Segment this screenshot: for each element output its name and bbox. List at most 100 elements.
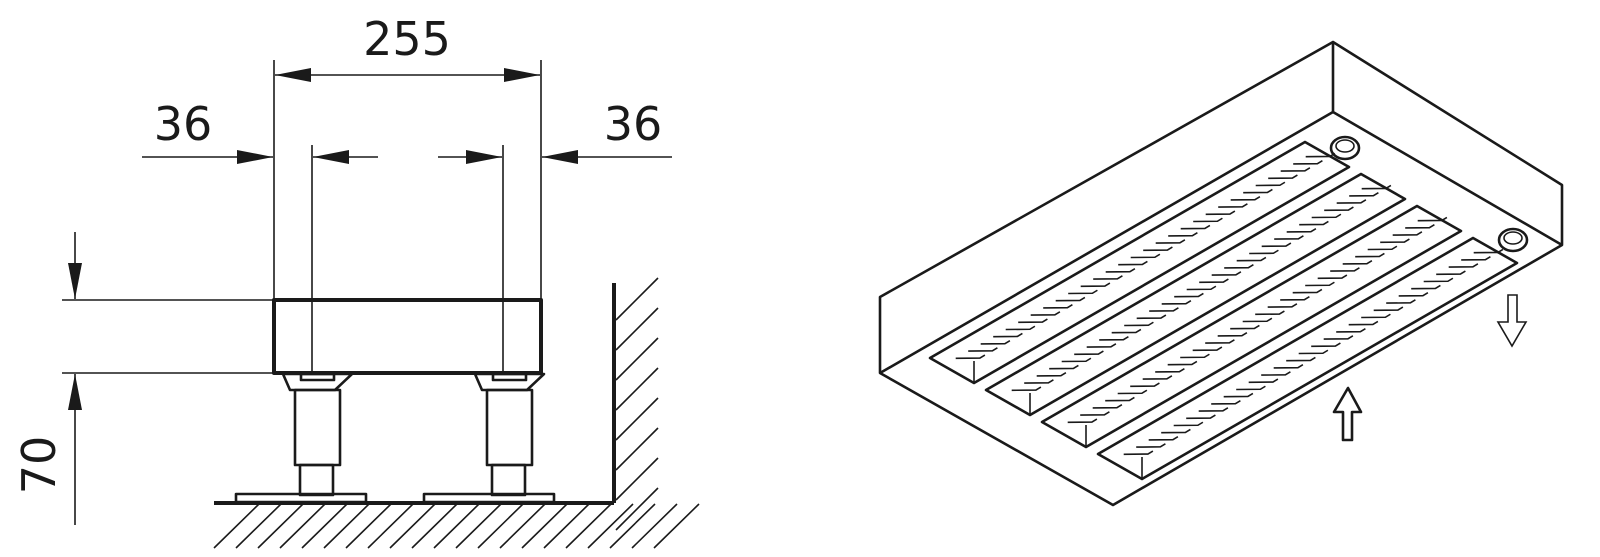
heat-fin: [1130, 253, 1161, 259]
grille-slots: [928, 140, 1519, 481]
hatch-line: [615, 427, 659, 471]
hatch-line: [213, 503, 260, 549]
heat-fin: [1224, 263, 1254, 269]
heat-fin: [1061, 357, 1092, 363]
heat-fin: [1292, 288, 1323, 294]
heat-fin: [1405, 223, 1435, 229]
heat-fin: [1349, 191, 1379, 197]
heat-fin: [1117, 389, 1148, 395]
heat-fin: [1198, 407, 1229, 412]
heat-fin: [1024, 379, 1054, 384]
heat-fin: [1311, 342, 1341, 348]
side-view: 255 36 36 70: [12, 12, 700, 549]
heat-fin: [1036, 371, 1067, 377]
heat-fin: [1236, 256, 1267, 262]
heat-fin: [1011, 386, 1042, 392]
leg-right: [422, 372, 556, 504]
grille-slot: [984, 172, 1407, 417]
heat-fin: [1136, 314, 1167, 320]
heat-fin: [1173, 421, 1204, 427]
heat-fin: [993, 332, 1023, 338]
leg-left: [234, 372, 368, 504]
heat-fin: [1105, 396, 1135, 402]
heat-fin: [1423, 277, 1454, 283]
heat-fin: [1473, 248, 1504, 254]
airflow-in-arrow-icon: [1332, 386, 1363, 442]
heat-fin: [1217, 331, 1248, 337]
heat-fin: [1005, 325, 1036, 331]
hatch-line: [653, 503, 700, 549]
hatch-line: [235, 503, 282, 549]
floor-wall-hatching: [213, 277, 700, 549]
grille-slot: [928, 140, 1351, 385]
heat-fin: [1186, 414, 1216, 420]
heat-fin: [1330, 267, 1360, 272]
heat-fin: [1030, 311, 1061, 316]
heat-fin: [1273, 363, 1304, 369]
heat-fin: [1286, 227, 1317, 233]
heat-fin: [1298, 349, 1329, 355]
heat-fin: [1261, 242, 1292, 248]
heat-fin: [1092, 403, 1123, 409]
slot-frame: [984, 172, 1407, 417]
heat-fin: [1461, 255, 1491, 261]
hatch-line: [411, 503, 458, 549]
hatch-line: [543, 503, 590, 549]
hatch-line: [499, 503, 546, 549]
heat-fin: [1149, 307, 1179, 312]
heat-fin: [1199, 278, 1229, 284]
heat-fin: [1367, 245, 1398, 251]
slot-frame: [1040, 204, 1463, 449]
heat-fin: [1155, 239, 1186, 244]
hatch-line: [521, 503, 568, 549]
dimension-label-clearance: 70: [12, 436, 66, 495]
heat-fin: [1373, 306, 1404, 312]
heat-fin: [1317, 274, 1348, 280]
heat-fin: [1123, 450, 1154, 456]
hatch-line: [615, 367, 659, 411]
heat-fin: [1223, 392, 1254, 398]
heat-fin: [1161, 428, 1191, 434]
hatch-line: [615, 457, 659, 501]
heat-fin: [1305, 281, 1335, 287]
heat-fin: [1361, 313, 1391, 319]
hatch-line: [565, 503, 612, 549]
hatch-line: [631, 503, 678, 549]
heat-fin: [1267, 303, 1298, 308]
heat-fin: [1392, 231, 1423, 236]
heat-fin: [968, 347, 998, 352]
hatch-line: [615, 307, 659, 351]
grille-slot: [1096, 236, 1519, 481]
heat-fin: [1386, 299, 1416, 304]
heat-fin: [1436, 270, 1466, 276]
heat-fin: [1248, 378, 1279, 384]
heat-fin: [1255, 181, 1286, 187]
heat-fin: [1380, 238, 1410, 244]
heat-fin: [1448, 263, 1479, 268]
heat-fin: [980, 339, 1011, 345]
heat-fin: [1249, 249, 1279, 255]
slot-frame: [928, 140, 1351, 385]
heat-fin: [1074, 350, 1104, 356]
heat-fin: [1348, 320, 1379, 326]
heat-fin: [1043, 303, 1073, 309]
heat-fin: [1242, 317, 1273, 323]
heat-fin: [1080, 411, 1110, 416]
heat-fin: [1218, 203, 1248, 208]
heat-fin: [1355, 252, 1385, 258]
heat-fin: [1280, 167, 1311, 172]
heat-fin: [1143, 246, 1173, 252]
heat-fin: [1211, 271, 1242, 276]
heat-fin: [1093, 275, 1123, 280]
heat-fin: [1067, 418, 1098, 424]
heat-fin: [1180, 224, 1211, 230]
heat-fin: [1080, 282, 1111, 288]
heat-fin: [1336, 199, 1367, 204]
heat-fin: [1099, 335, 1129, 341]
heat-fin: [1236, 385, 1266, 391]
heat-fin: [1167, 360, 1198, 366]
heat-fin: [1136, 443, 1166, 448]
housing-inner-edges: [879, 42, 1563, 375]
heat-fin: [955, 354, 986, 360]
heat-fin: [1186, 285, 1217, 291]
